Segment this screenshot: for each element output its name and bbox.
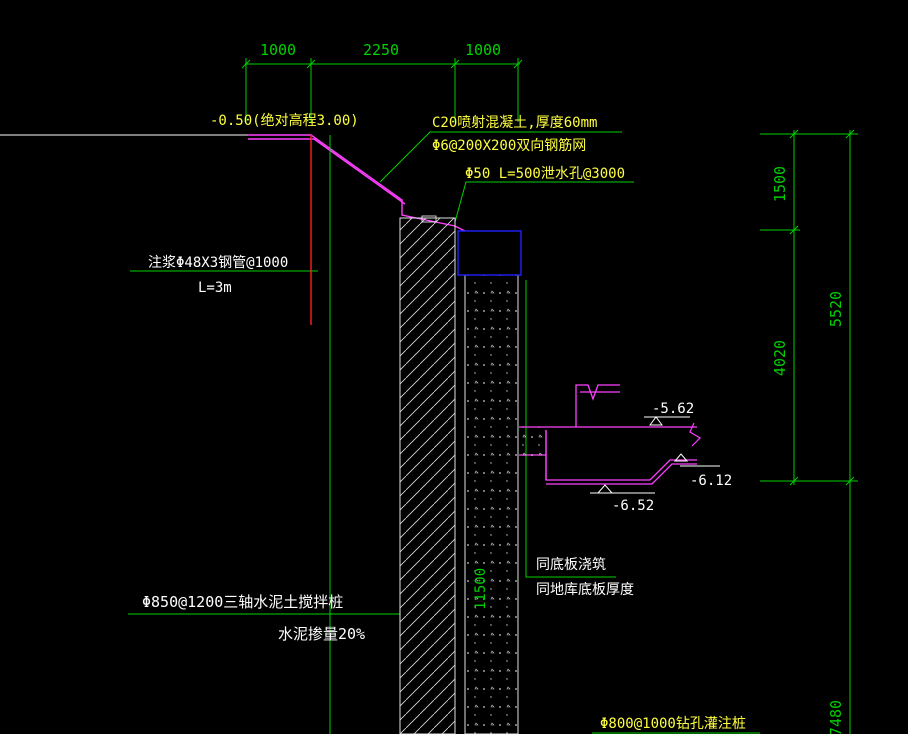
elevation-ground: -0.50(绝对高程3.00) [210, 112, 359, 129]
dim-top-1: 1000 [260, 41, 296, 59]
bored-pile [464, 274, 519, 734]
elevation-marker-icon [590, 416, 720, 494]
note-smw-pile-2: 水泥掺量20% [278, 625, 365, 643]
break-line-icon [689, 422, 701, 447]
elevation-slab-right: -6.12 [690, 473, 732, 489]
note-slab-2: 同地库底板厚度 [536, 582, 634, 598]
note-bored-pile: Φ800@1000钻孔灌注桩 [600, 715, 746, 732]
top-dimension-chain [241, 58, 523, 122]
reference-lines [329, 135, 527, 734]
pile-length-label: 11500 [473, 568, 489, 610]
leader-lines [128, 131, 760, 734]
note-grout-pipe-1: 注浆Φ48X3钢管@1000 [148, 255, 288, 271]
dim-right-middle: 4020 [771, 340, 789, 376]
note-slab-1: 同底板浇筑 [536, 557, 606, 573]
dim-top-3: 1000 [465, 41, 501, 59]
dim-right-total: 5520 [827, 291, 845, 327]
elevation-slab-top: -5.62 [652, 401, 694, 417]
note-grout-pipe-2: L=3m [198, 280, 232, 296]
slab-pour-zone [518, 427, 546, 457]
note-smw-pile-1: Φ850@1200三轴水泥土搅拌桩 [142, 593, 343, 611]
elevation-slab-bottom: -6.52 [612, 498, 654, 514]
note-drain-hole: Φ50 L=500泄水孔@3000 [465, 166, 625, 182]
dim-top-2: 2250 [363, 41, 399, 59]
note-shotcrete-1: C20喷射混凝土,厚度60mm [432, 115, 597, 131]
right-dimension-chain [760, 129, 858, 734]
note-shotcrete-2: Φ6@200X200双向钢筋网 [432, 137, 586, 154]
dim-right-bottom: 7480 [827, 700, 845, 734]
dim-right-upper: 1500 [771, 166, 789, 202]
smw-pile-wall [399, 217, 456, 734]
capping-beam [457, 230, 522, 276]
